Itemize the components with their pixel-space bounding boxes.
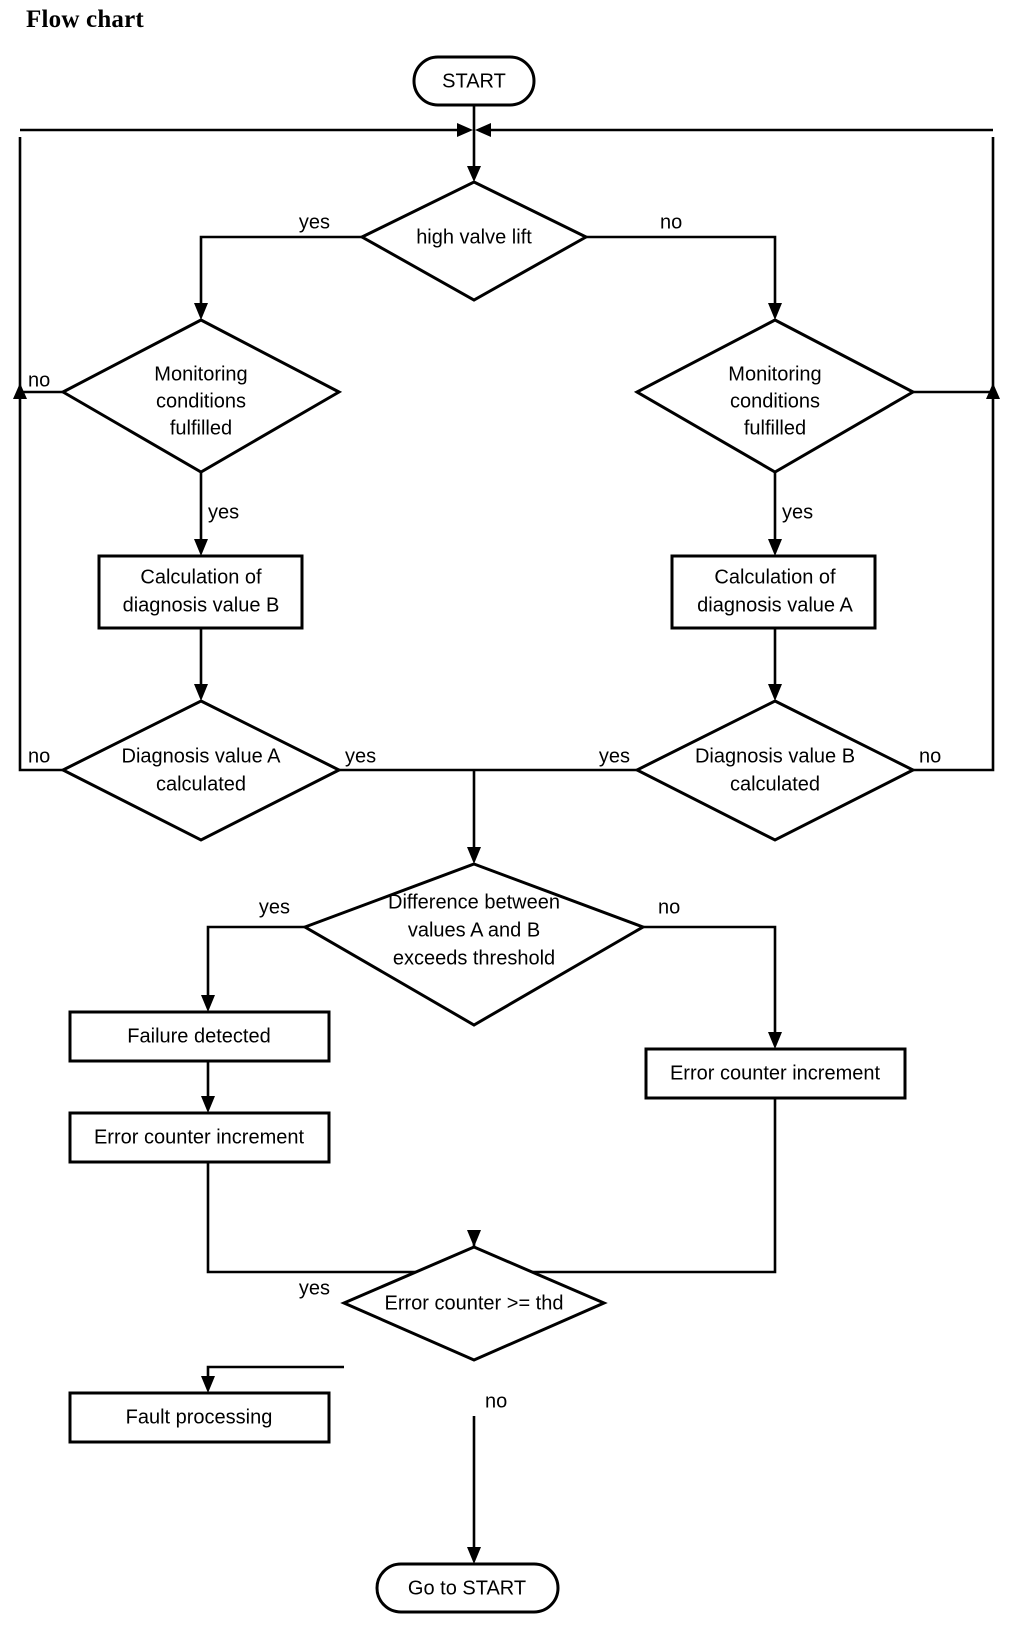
edge-label-monitor-left-no: no [28,369,50,391]
node-start-label: START [442,70,506,92]
node-fault-processing[interactable]: Fault processing [68,1391,331,1444]
edge-label-hvl-yes: yes [299,211,330,233]
edge-label-monitor-right-yes: yes [782,501,813,523]
node-high-valve-lift[interactable]: high valve lift [358,180,590,302]
node-go-to-start-label: Go to START [408,1577,526,1599]
node-failure-detected[interactable]: Failure detected [68,1010,331,1063]
node-failure-detected-label: Failure detected [127,1025,270,1047]
edge-right-return-loop [475,123,993,137]
node-error-counter-increment-right[interactable]: Error counter increment [644,1047,907,1100]
node-monitor-left[interactable]: Monitoring conditions fulfilled [59,318,343,474]
node-calc-b[interactable]: Calculation of diagnosis value B [97,554,304,630]
node-calc-b-line1: Calculation of [140,566,262,588]
edge-counter-yes [201,1365,344,1393]
node-monitor-right-line3: fulfilled [744,417,806,439]
edge-diag-a-no [18,399,63,772]
node-calc-a-line1: Calculation of [714,566,836,588]
node-calc-a[interactable]: Calculation of diagnosis value A [670,554,877,630]
edge-monitor-right-yes [768,472,782,556]
node-high-valve-lift-label: high valve lift [416,226,532,248]
node-calc-b-line2: diagnosis value B [123,594,280,616]
node-diag-b-line2: calculated [730,773,820,795]
node-monitor-right-line1: Monitoring [728,363,821,385]
node-error-counter-increment-left[interactable]: Error counter increment [68,1111,331,1164]
node-difference-line1: Difference between [388,891,560,913]
edge-hvl-yes [194,235,362,320]
node-error-counter-threshold-label: Error counter >= thd [385,1292,564,1314]
edge-label-counter-yes: yes [299,1277,330,1299]
node-diag-b-calculated[interactable]: Diagnosis value B calculated [633,699,917,842]
edge-label-hvl-no: no [660,211,682,233]
edge-counter-no [467,1416,481,1564]
node-difference-threshold[interactable]: Difference between values A and B exceed… [301,862,647,1027]
edge-start-to-high-valve-lift [467,105,481,182]
edge-calc-b-to-diag-a [194,628,208,701]
node-monitor-right[interactable]: Monitoring conditions fulfilled [633,318,917,474]
edge-monitor-left-no [13,137,63,399]
node-monitor-right-line2: conditions [730,390,820,412]
edge-label-counter-no: no [485,1390,507,1412]
edge-monitor-left-yes [194,472,208,556]
node-diag-a-line1: Diagnosis value A [122,745,282,767]
edge-hvl-no [586,235,782,320]
edge-label-diag-a-no: no [28,745,50,767]
node-error-counter-right-label: Error counter increment [670,1062,881,1084]
edge-label-diag-b-yes: yes [599,745,630,767]
node-monitor-left-line3: fulfilled [170,417,232,439]
node-go-to-start[interactable]: Go to START [375,1562,560,1614]
edge-calc-a-to-diag-b [768,628,782,701]
edge-difference-yes [201,925,305,1012]
node-error-counter-left-label: Error counter increment [94,1126,305,1148]
node-fault-processing-label: Fault processing [126,1406,273,1428]
node-difference-line3: exceeds threshold [393,947,555,969]
node-diag-a-line2: calculated [156,773,246,795]
node-difference-line2: values A and B [408,919,540,941]
node-monitor-left-line1: Monitoring [154,363,247,385]
edge-label-difference-yes: yes [259,896,290,918]
node-diag-b-line1: Diagnosis value B [695,745,855,767]
edge-junction-to-difference [467,770,481,864]
page-title: Flow chart [26,6,144,33]
node-calc-a-line2: diagnosis value A [697,594,853,616]
edge-diag-b-no [913,399,995,772]
edge-label-diag-a-yes: yes [345,745,376,767]
node-error-counter-threshold[interactable]: Error counter >= thd [340,1245,608,1362]
edge-label-monitor-left-yes: yes [208,501,239,523]
edge-label-diag-b-no: no [919,745,941,767]
edge-label-difference-no: no [658,896,680,918]
node-diag-a-calculated[interactable]: Diagnosis value A calculated [59,699,343,842]
edge-monitor-right-no [913,137,1000,399]
node-start[interactable]: START [412,55,536,107]
edge-failure-to-counter [201,1061,215,1113]
edge-difference-no [643,925,782,1049]
node-monitor-left-line2: conditions [156,390,246,412]
edge-left-return-loop [20,123,473,137]
